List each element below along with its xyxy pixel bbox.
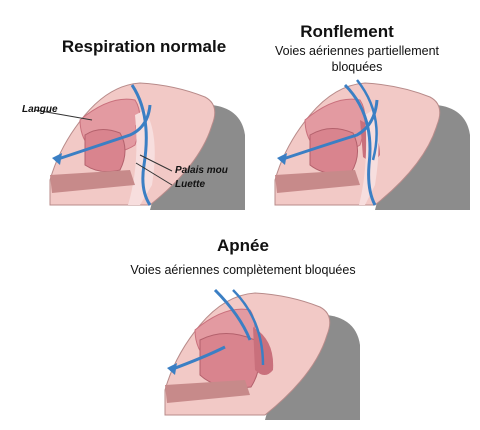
tongue: [84, 129, 126, 173]
tongue-label: Langue: [22, 104, 58, 115]
apnea-title: Apnée: [217, 236, 269, 255]
spine: [275, 170, 360, 193]
uvula-leader: [135, 162, 173, 186]
normal-breathing-title: Respiration normale: [61, 37, 227, 56]
snoring-title: Ronflement: [300, 22, 394, 41]
snoring-airway-illustration: [274, 79, 470, 210]
airflow-arrow: [130, 84, 152, 206]
airway: [128, 110, 155, 205]
airflow-arrow: [54, 104, 152, 162]
apnea-airway-illustration: [164, 288, 360, 420]
tongue-leader: [34, 109, 93, 121]
arrow-head: [52, 153, 62, 165]
snoring-subtitle: Voies aériennes partiellement bloquées: [275, 44, 439, 74]
airflow-arrow: [213, 288, 252, 341]
normal-airway-illustration: [34, 82, 245, 210]
apnea-subtitle: Voies aériennes complètement bloquées: [130, 263, 356, 277]
soft-palate-leader: [139, 154, 173, 172]
uvula-label: Luette: [175, 179, 205, 190]
arrow-head: [277, 153, 287, 165]
tongue: [199, 333, 260, 389]
airflow-arrow: [343, 83, 377, 206]
airflow-arrow: [232, 289, 265, 366]
spine: [165, 380, 250, 403]
spine: [50, 170, 135, 193]
tongue: [309, 128, 358, 175]
arrow-head: [167, 363, 177, 375]
soft-palate-label: Palais mou: [175, 165, 228, 176]
airflow-arrow: [356, 79, 378, 161]
